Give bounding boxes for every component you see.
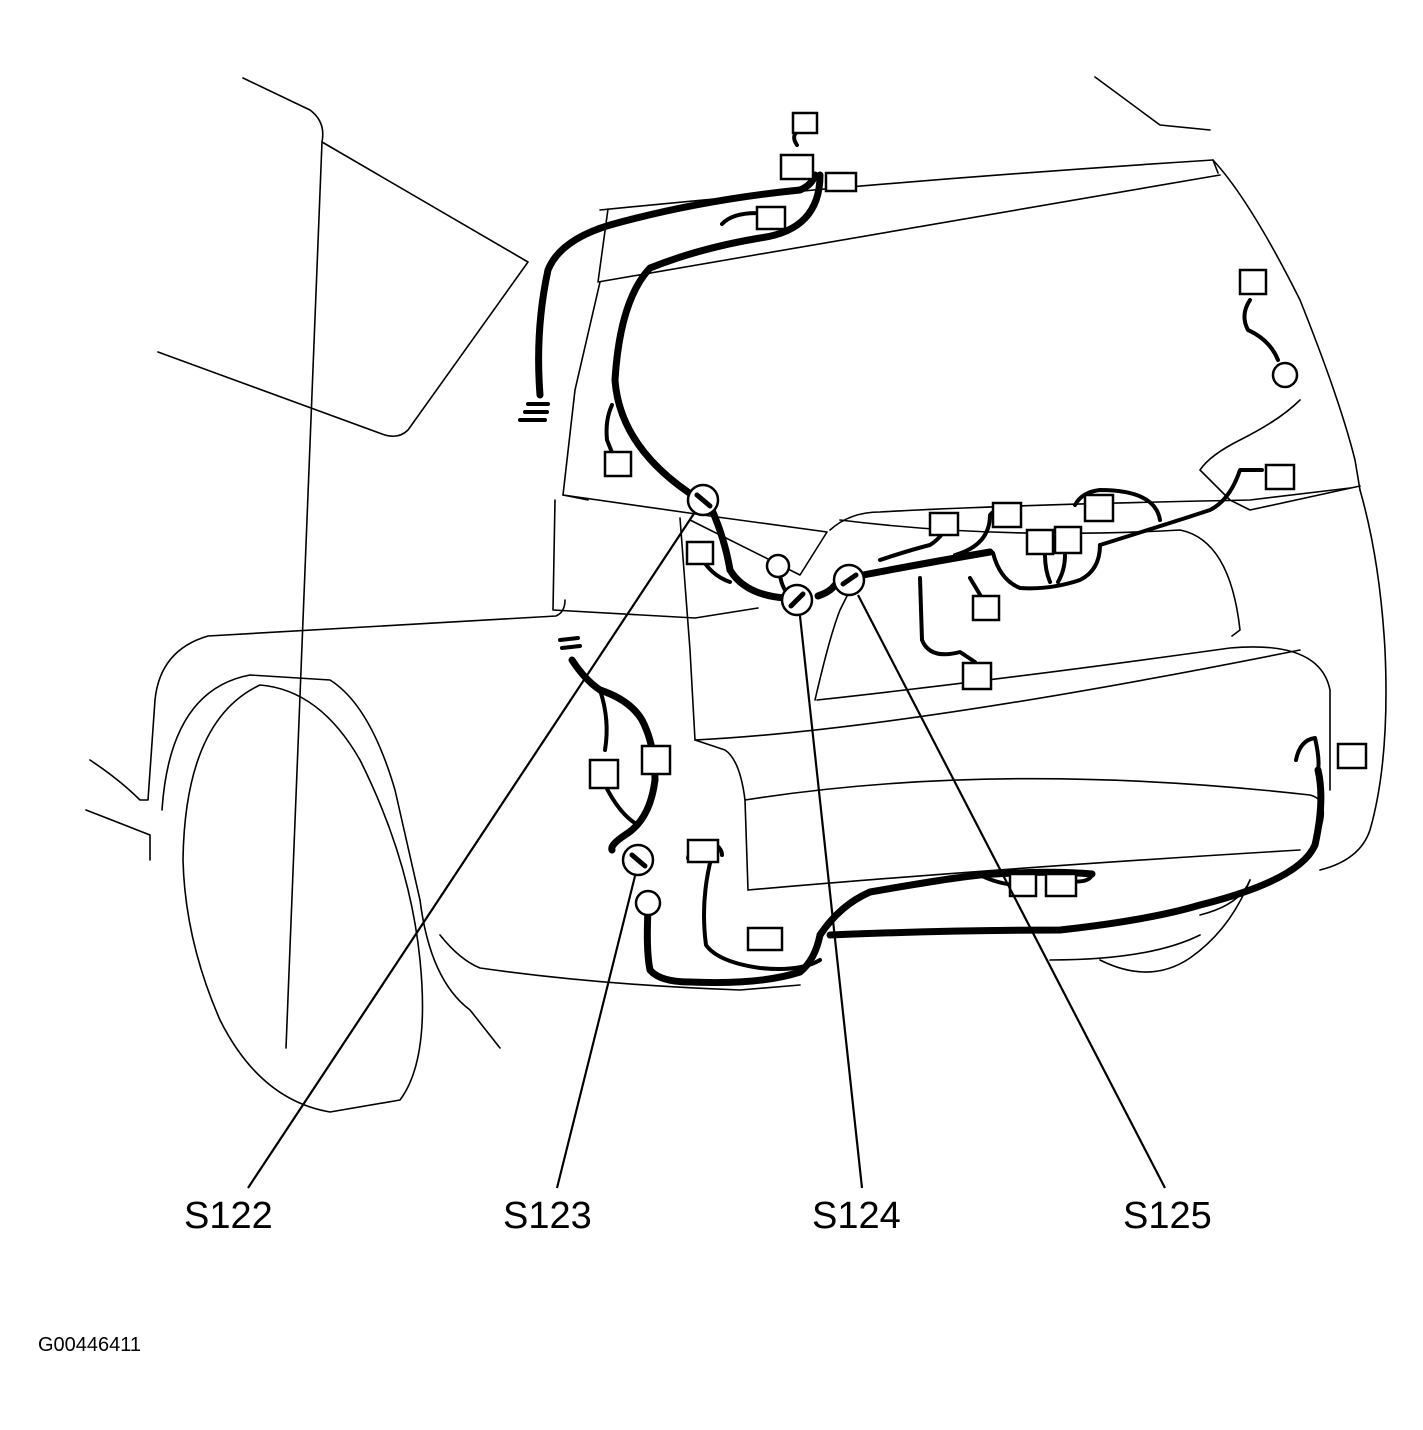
connector: [603, 450, 633, 478]
connector: [755, 205, 787, 231]
splice-s122: [686, 483, 720, 517]
leader-lines: [247, 511, 1166, 1189]
connector: [1238, 268, 1268, 296]
callout-label-s125: S125: [1123, 1195, 1212, 1237]
ground-terminal: [634, 889, 662, 917]
connector: [588, 758, 620, 790]
leader-s124: [798, 615, 864, 1189]
callout-label-s122: S122: [184, 1195, 273, 1237]
ground-terminal: [765, 553, 791, 579]
connector: [824, 171, 858, 193]
connector: [1044, 872, 1078, 898]
connectors: [588, 111, 1368, 952]
ground-terminal: [1271, 361, 1299, 389]
connector: [971, 594, 1001, 622]
callout-label-s123: S123: [503, 1195, 592, 1237]
connector: [686, 838, 720, 864]
splice-s124: [780, 583, 814, 617]
connector: [1083, 493, 1115, 523]
connector: [991, 501, 1023, 529]
connector: [1053, 525, 1083, 555]
leader-s125: [857, 594, 1166, 1189]
connector: [928, 511, 960, 537]
splice-s125: [832, 563, 866, 597]
connector: [685, 540, 715, 566]
connector: [791, 111, 819, 135]
figure-id: G00446411: [38, 1334, 142, 1356]
vehicle-body-outline: [85, 76, 1387, 1113]
callout-label-s124: S124: [812, 1195, 901, 1237]
connector: [779, 153, 815, 181]
leader-s122: [247, 511, 696, 1189]
connector: [640, 744, 672, 776]
leader-s123: [555, 875, 637, 1189]
connector: [1336, 742, 1368, 770]
connector: [1025, 528, 1055, 556]
connector: [1264, 463, 1296, 491]
connector: [961, 661, 993, 691]
splice-s123: [621, 843, 655, 877]
connector: [1008, 872, 1038, 898]
connector: [746, 926, 784, 952]
